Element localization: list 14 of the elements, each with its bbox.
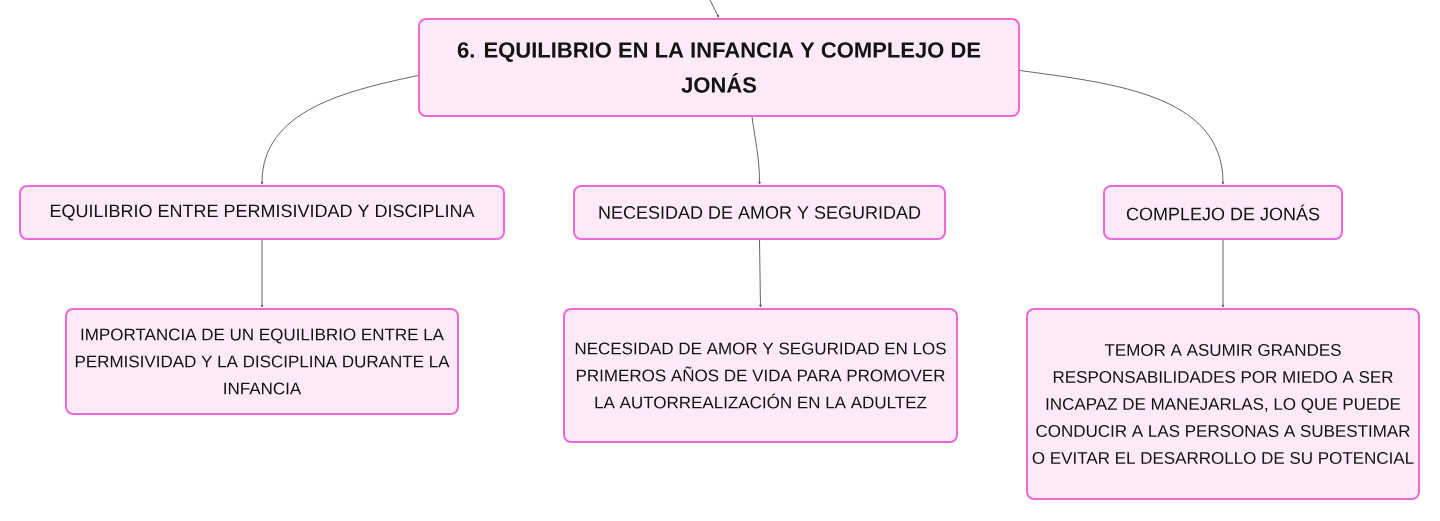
arrow (260, 239, 264, 308)
detail-box: NECESIDAD DE AMOR Y SEGURIDAD EN LOS PRIMEROS AÑOS DE VIDA PARA PROMOVER LA AUTORREALIZACIÓN EN LA ADULTEZ (563, 308, 958, 443)
arrow (759, 239, 762, 308)
subtopic-box: COMPLEJO DE JONÁS (1103, 185, 1343, 240)
arrow (260, 75, 419, 185)
subtopic-box: EQUILIBRIO ENTRE PERMISIVIDAD Y DISCIPLINA (19, 185, 505, 240)
subtopic-box: NECESIDAD DE AMOR Y SEGURIDAD (573, 185, 946, 240)
detail-box: TEMOR A ASUMIR GRANDES RESPONSABILIDADES POR MIEDO A SER INCAPAZ DE MANEJARLAS, LO QUE PUEDE CONDUCIR A LAS PERSONAS A SUBESTIMAR O EVITAR EL DESARROLLO DE SU POTENCIAL (1026, 308, 1420, 500)
detail-box: IMPORTANCIA DE UN EQUILIBRIO ENTRE LA PERMISIVIDAD Y LA DISCIPLINA DURANTE LA INFANCIA (65, 308, 459, 415)
arrow (751, 116, 761, 185)
arrow (709, 0, 719, 18)
central-topic-box: 6. EQUILIBRIO EN LA INFANCIA Y COMPLEJO DE JONÁS (418, 18, 1020, 117)
arrow (1019, 70, 1225, 185)
arrow (1221, 239, 1225, 308)
